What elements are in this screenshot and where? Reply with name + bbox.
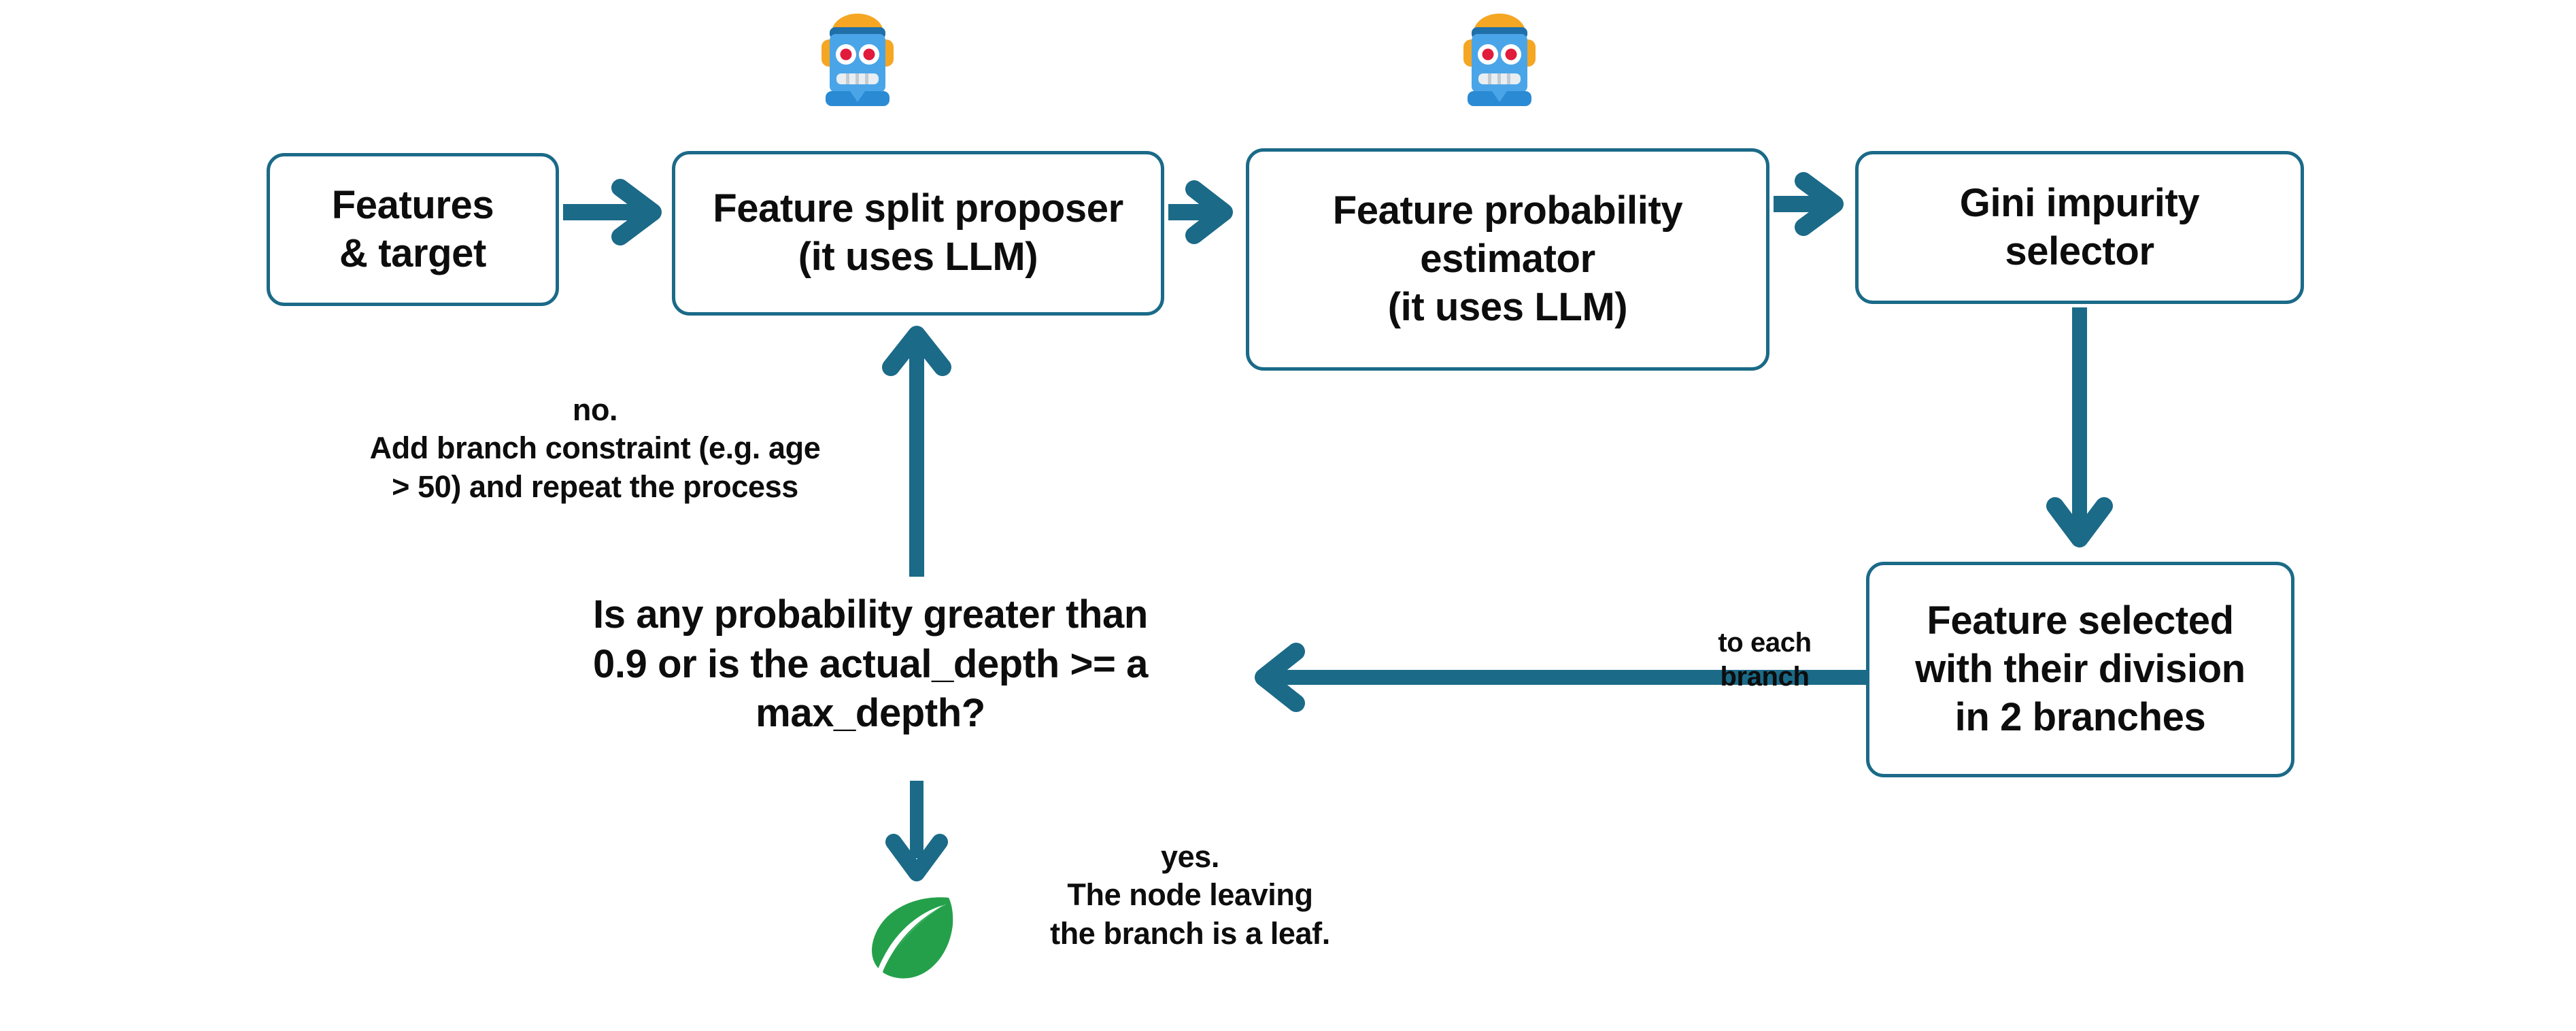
leaf-icon (872, 897, 953, 987)
node-features-and-target-label: Features & target (331, 182, 494, 275)
edge-label-to-each-branch: to each branch (1718, 628, 1812, 692)
arrow-proposer-to-estimator (1168, 180, 1233, 244)
edge-label-yes-leaf: yes. The node leaving the branch is a le… (1050, 839, 1330, 951)
node-feature-split-proposer[interactable]: Feature split proposer (it uses LLM) (672, 151, 1164, 316)
robot-icon (821, 14, 894, 106)
decision-question-text: Is any probability greater than 0.9 or i… (592, 592, 1149, 735)
node-feature-selected-with-division[interactable]: Feature selected with their division in … (1866, 562, 2294, 777)
node-feature-probability-estimator-label: Feature probability estimator (it uses L… (1332, 188, 1683, 329)
arrow-estimator-to-gini (1774, 172, 1844, 236)
edge-label-no-branch: no. Add branch constraint (e.g. age > 50… (369, 392, 821, 504)
arrow-gini-to-selected (2046, 307, 2113, 547)
node-feature-split-proposer-label: Feature split proposer (it uses LLM) (713, 186, 1123, 279)
arrow-decision-to-leaf (885, 781, 948, 881)
robot-icon (1463, 14, 1536, 106)
node-feature-probability-estimator[interactable]: Feature probability estimator (it uses L… (1246, 148, 1769, 371)
node-gini-impurity-selector-label: Gini impurity selector (1959, 180, 2200, 273)
arrow-features-to-proposer (563, 179, 662, 246)
node-features-and-target[interactable]: Features & target (267, 153, 559, 306)
node-gini-impurity-selector[interactable]: Gini impurity selector (1855, 151, 2304, 304)
node-feature-selected-with-division-label: Feature selected with their division in … (1915, 598, 2245, 739)
